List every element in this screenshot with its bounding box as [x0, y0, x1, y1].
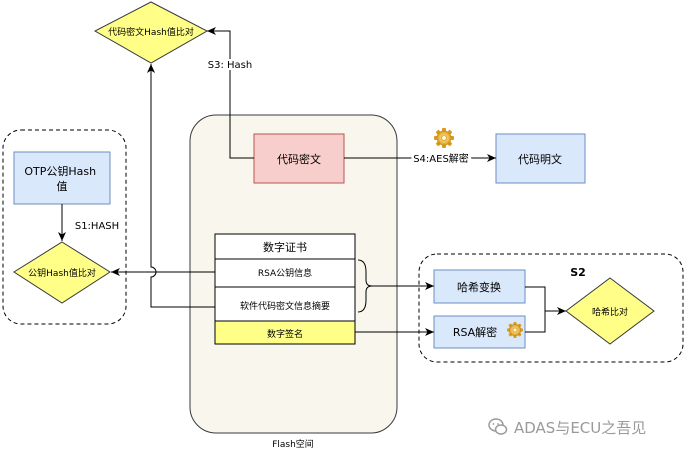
- flash-space-label: Flash空间: [272, 438, 314, 450]
- s1-label: S1:HASH: [75, 221, 119, 232]
- certificate-signature: 数字签名: [267, 328, 303, 340]
- hash-transform-box: [433, 269, 526, 304]
- s4-label: S4:AES解密: [413, 152, 469, 165]
- edge-rsa-decrypt-to-compare: [525, 307, 566, 333]
- pubkey-compare-label: 公钥Hash值比对: [28, 267, 96, 279]
- top-compare-label: 代码密文Hash值比对: [108, 26, 194, 38]
- wechat-logo-icon: [488, 418, 508, 435]
- s2-label: S2: [570, 266, 586, 279]
- edge-hash-transform-to-compare: [525, 286, 546, 311]
- rsa-decrypt-label: RSA解密: [453, 325, 497, 339]
- hash-compare-diamond: [565, 277, 655, 345]
- top-compare-diamond: [93, 1, 209, 64]
- otp-hash-label: OTP公钥Hash 值: [24, 164, 99, 193]
- hash-transform-label: 哈希变换: [457, 280, 501, 294]
- s3-label: S3: Hash: [208, 60, 252, 71]
- otp-hash-label-line2: 值: [57, 180, 68, 193]
- gear-icon: [434, 128, 454, 148]
- otp-hash-box: [13, 151, 111, 205]
- encrypted-code-label: 代码密文: [277, 152, 321, 166]
- otp-group: [2, 129, 127, 325]
- certificate-rsa-info: RSA公钥信息: [258, 267, 312, 279]
- watermark: ADAS与ECU之吾见: [488, 416, 646, 438]
- encrypted-code-box: [253, 133, 345, 184]
- otp-hash-label-line1: OTP公钥Hash: [24, 164, 96, 178]
- edge-digest-to-top-compare: [147, 64, 215, 308]
- gear-icon: [507, 322, 523, 338]
- pubkey-compare-diamond: [13, 241, 111, 304]
- certificate-title: 数字证书: [263, 240, 307, 254]
- plain-code-label: 代码明文: [518, 152, 562, 166]
- s2-group: [418, 253, 684, 363]
- hash-compare-label: 哈希比对: [592, 306, 628, 318]
- watermark-text: ADAS与ECU之吾见: [514, 418, 647, 437]
- edge-s3-hash: [207, 27, 254, 159]
- certificate-digest: 软件代码密文信息摘要: [240, 300, 330, 312]
